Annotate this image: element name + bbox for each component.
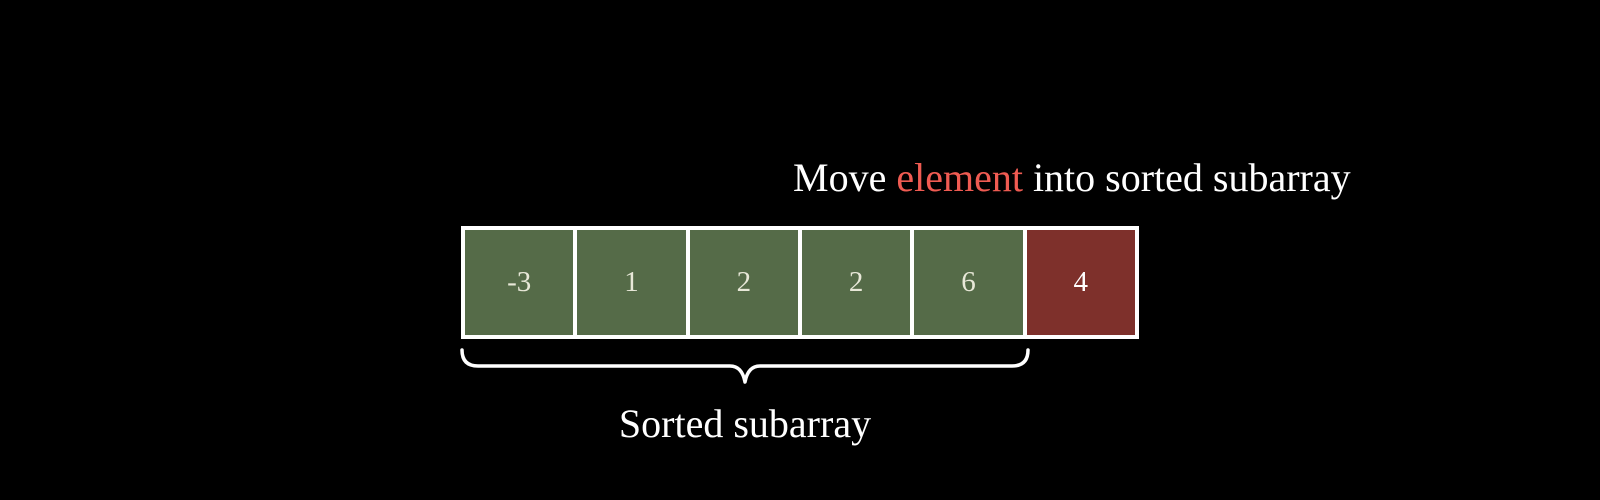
sorted-subarray-label: Sorted subarray [618,401,872,446]
cell-value: -3 [507,266,532,298]
caption: Move element into sorted subarray [793,150,1351,206]
cell-value: 6 [961,266,976,298]
array-cell-4: 6 [914,230,1023,335]
curly-brace [460,348,1030,384]
array-cell-0: -3 [465,230,574,335]
array-cell-3: 2 [801,230,911,335]
cell-value: 1 [624,266,639,298]
cell-value: 2 [736,266,752,298]
caption-highlight: element [896,155,1023,200]
array-cell-5-current: 4 [1026,230,1135,335]
caption-before: Move [793,155,897,200]
cell-value: 2 [848,266,864,298]
caption-after: into sorted subarray [1022,155,1351,200]
array-cell-2: 2 [689,230,798,335]
array-cell-1: 1 [577,230,686,335]
array-cells: -3 1 2 2 6 4 [461,226,1139,339]
cell-value: 4 [1073,266,1089,298]
